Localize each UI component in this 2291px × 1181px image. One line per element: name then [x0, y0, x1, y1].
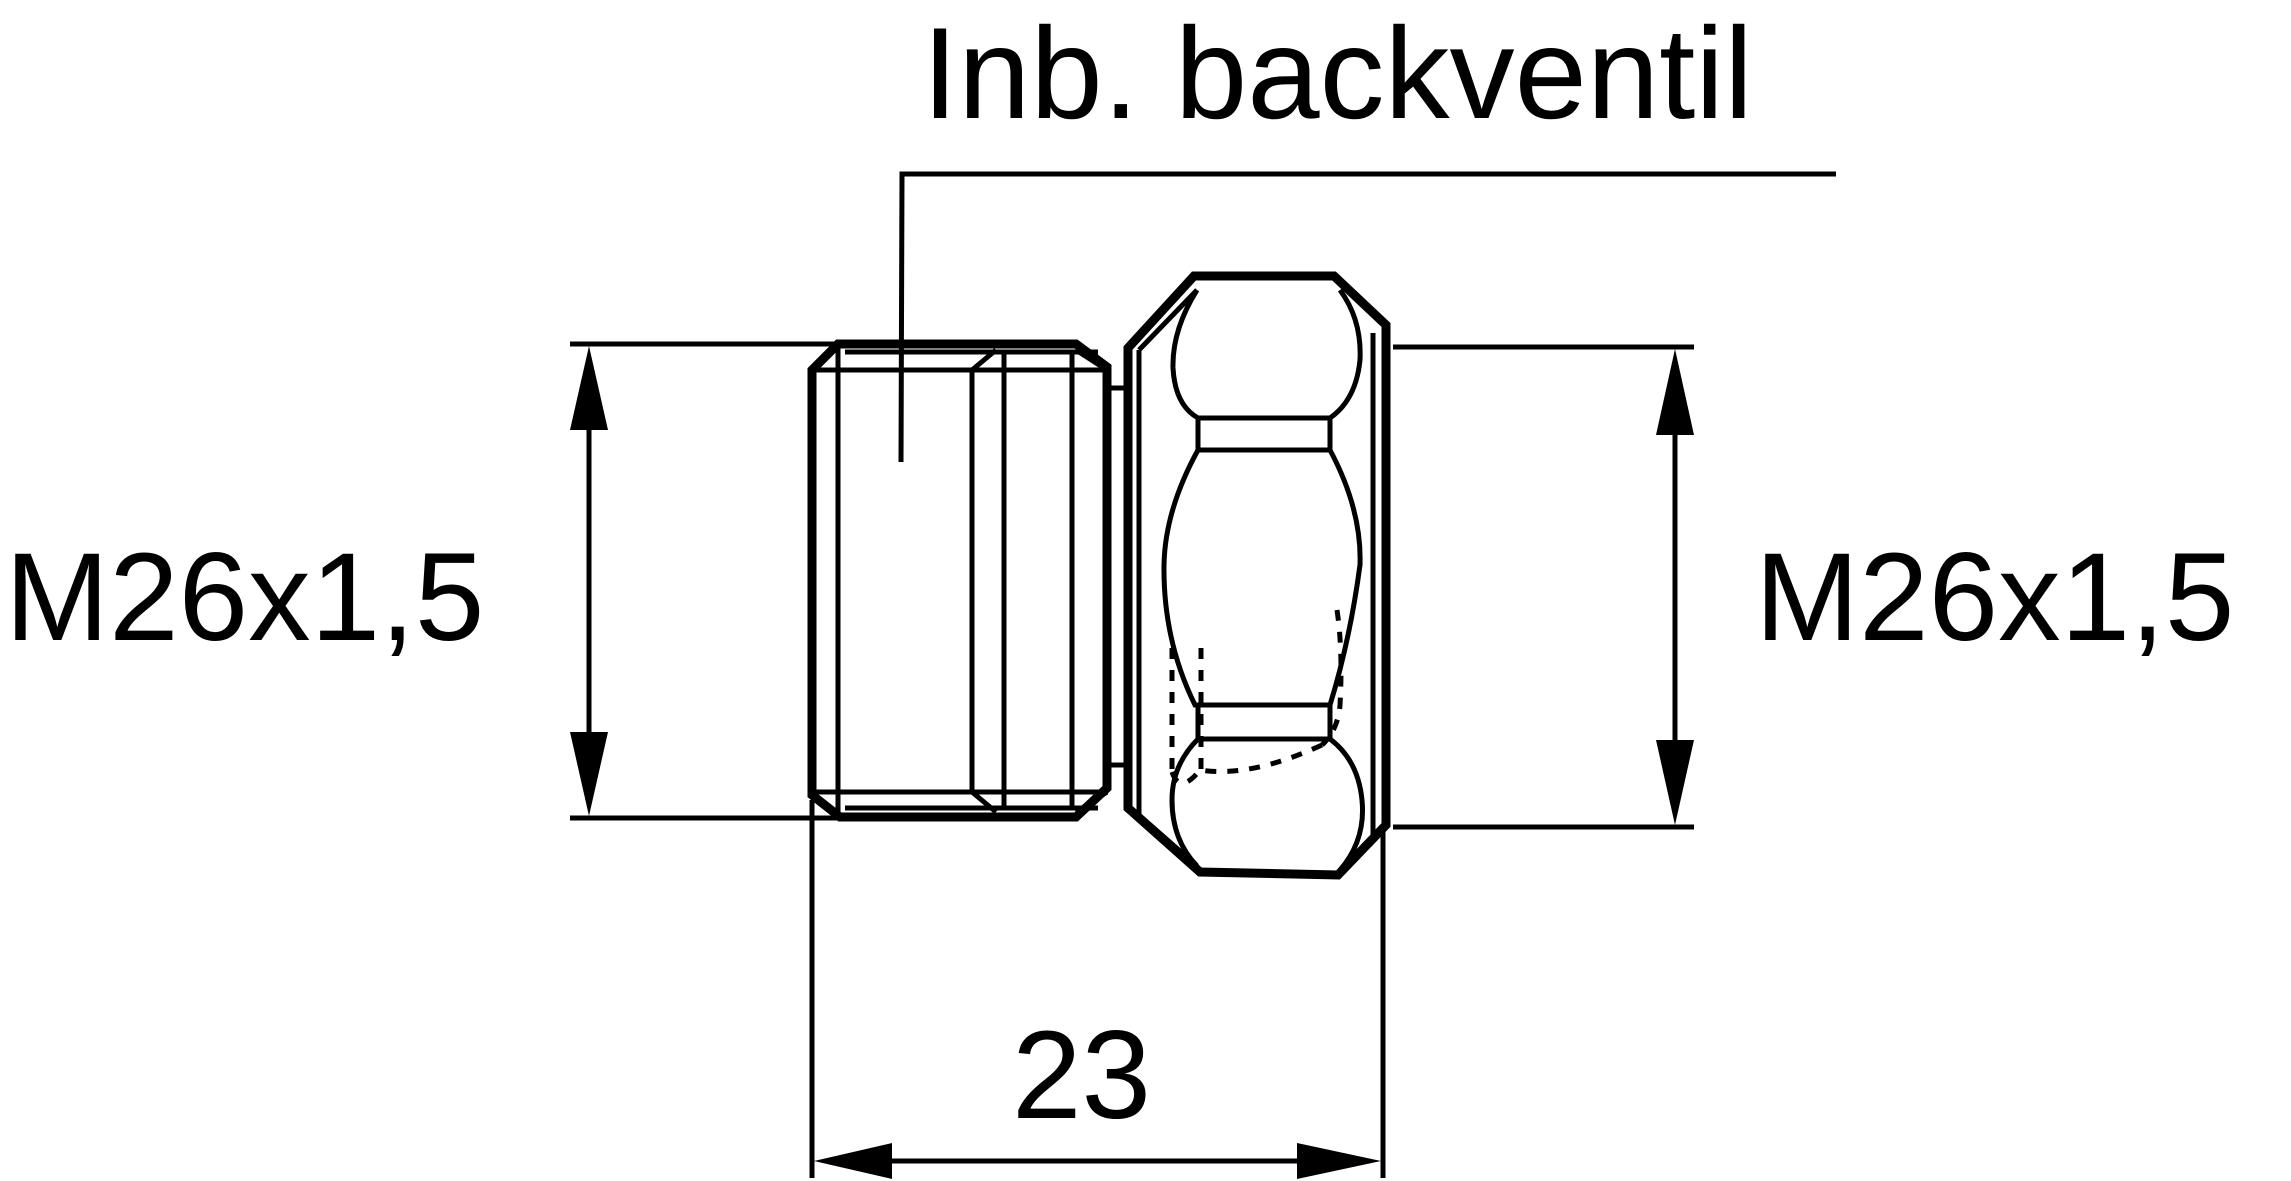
arrowhead — [1656, 349, 1694, 435]
callout-leader — [898, 171, 1836, 463]
threaded-nipple — [807, 339, 1126, 822]
right-thread-label: M26x1,5 — [1755, 528, 2234, 667]
arrowhead — [570, 732, 608, 816]
left-thread-dimension — [570, 341, 845, 821]
callout-label: Inb. backventil — [922, 0, 1753, 146]
length-dimension — [809, 800, 1386, 1179]
arrowhead — [570, 346, 608, 430]
arrowhead — [1297, 1143, 1381, 1179]
check-valve-body — [1123, 271, 1391, 880]
length-label: 23 — [1012, 1006, 1151, 1145]
left-thread-label: M26x1,5 — [5, 528, 484, 667]
arrowhead — [814, 1143, 892, 1179]
arrowhead — [1656, 740, 1694, 825]
right-thread-dimension — [1393, 344, 1694, 830]
